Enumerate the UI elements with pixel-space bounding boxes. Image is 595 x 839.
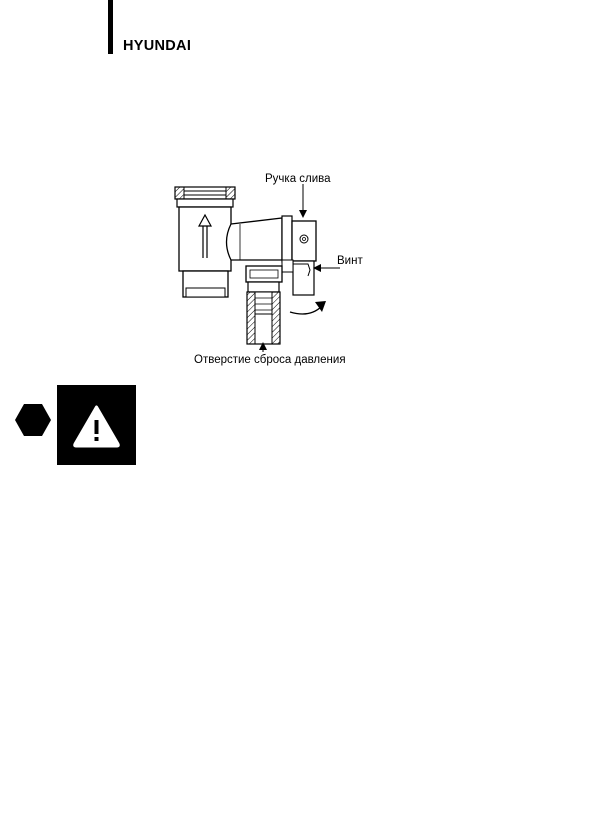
drain-handle-label: Ручка слива xyxy=(265,172,331,186)
warning-box xyxy=(57,385,136,465)
brand-logo: HYUNDAI xyxy=(123,37,191,55)
brand-bar xyxy=(108,0,113,54)
warning-triangle-icon xyxy=(57,385,136,465)
hexagon-icon xyxy=(14,403,52,437)
pressure-relief-hole-label: Отверстие сброса давления xyxy=(194,353,346,367)
valve-drawing xyxy=(150,160,410,375)
screw-label: Винт xyxy=(337,254,363,268)
safety-valve-diagram xyxy=(150,160,410,375)
